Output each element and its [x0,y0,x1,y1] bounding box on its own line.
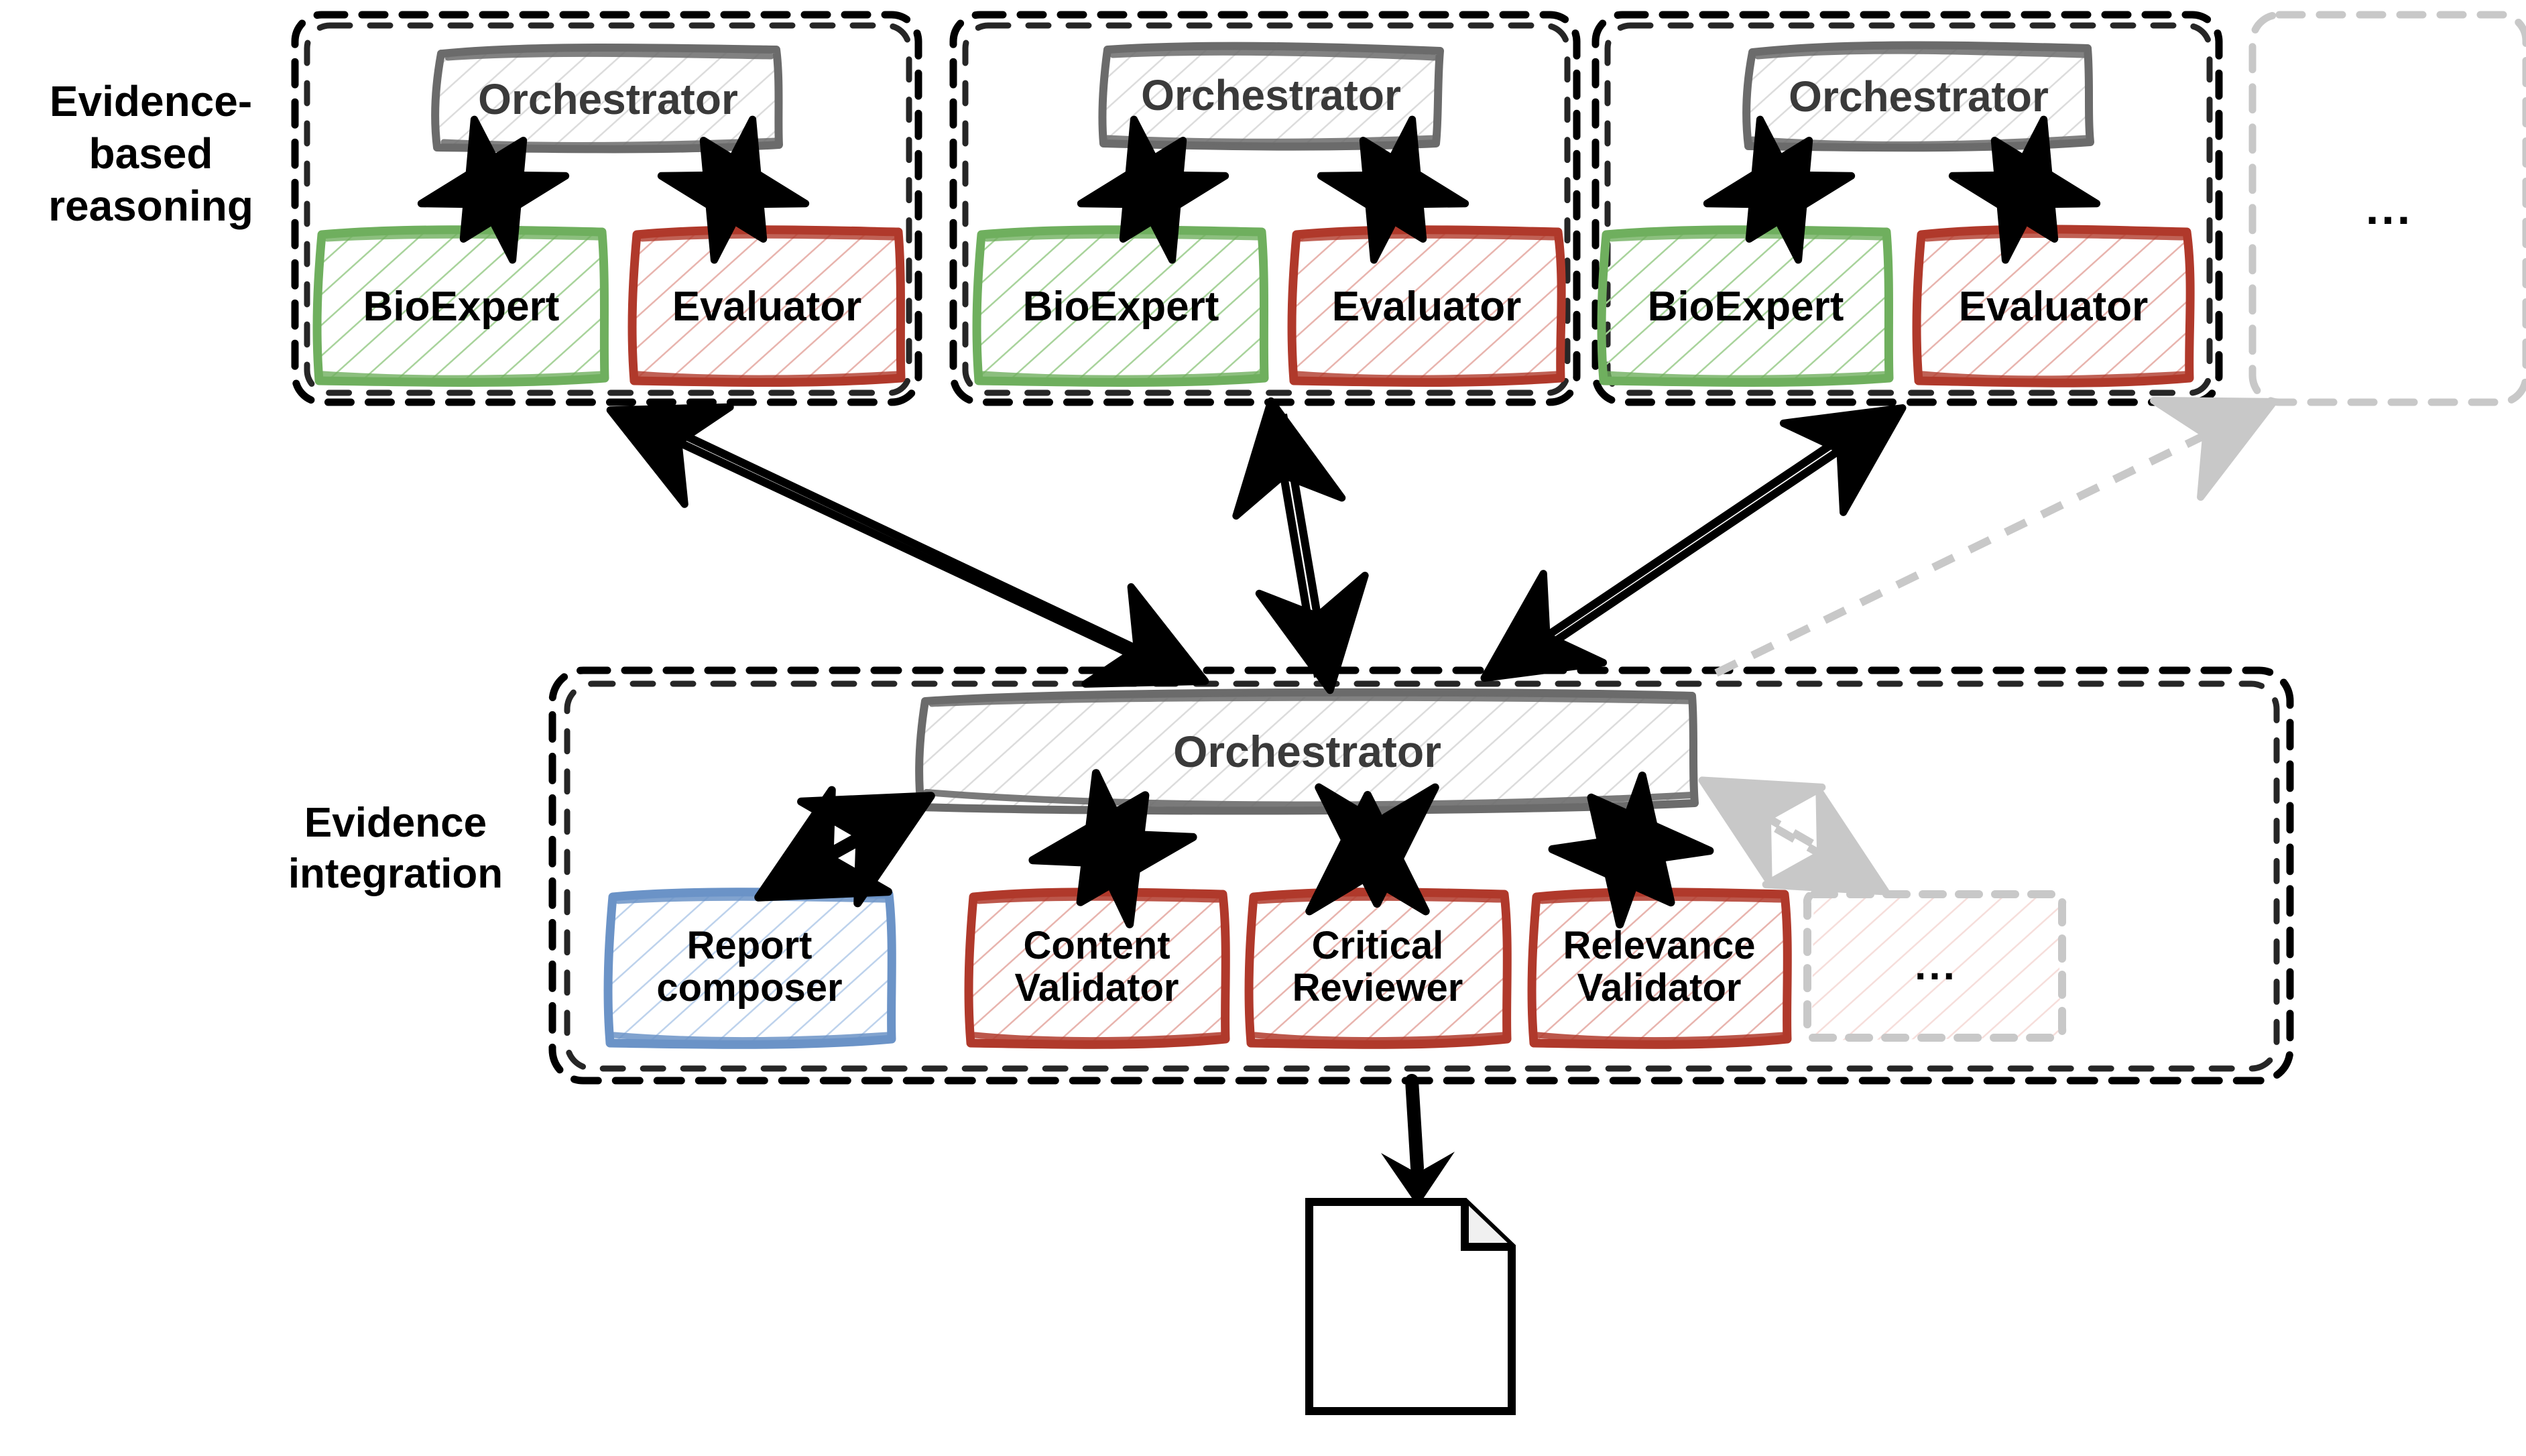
relevance-validator-label[interactable]: Relevance Validator [1532,893,1786,1042]
orchestrator-label-3[interactable]: Orchestrator [1789,72,2049,121]
arrow-orchestrator-critical-reviewer [1305,783,1439,916]
relevance-validator-line2: Validator [1577,966,1742,1010]
arrow-orchestrator-bioexpert-2 [1077,115,1229,264]
arrow-orchestrator-bioexpert-3 [1703,115,1856,264]
evaluator-label-3[interactable]: Evaluator [1958,283,2149,330]
reasoning-group-more-ellipsis: ... [2365,182,2413,234]
content-validator-label[interactable]: Content Validator [969,893,1224,1042]
integration-more-ellipsis: ... [1915,942,1958,989]
relevance-validator-line1: Relevance [1563,924,1756,968]
arrow-orchestrator-report-composer [754,786,935,908]
arrow-orchestrator-bioexpert-1 [417,115,570,264]
arrow-group1-to-integration [606,403,1209,688]
arrow-group2-to-integration [1232,397,1369,694]
output-document-icon [1305,1198,1516,1415]
evaluator-label-2[interactable]: Evaluator [1331,283,1522,330]
content-validator-line1: Content [1023,924,1170,968]
bioexpert-label-3[interactable]: BioExpert [1647,283,1844,330]
arrow-orchestrator-content-validator [1028,769,1197,928]
evaluator-label-1[interactable]: Evaluator [672,283,862,330]
arrow-orchestrator-evaluator-2 [1317,115,1469,264]
orchestrator-label-2[interactable]: Orchestrator [1141,71,1401,120]
bioexpert-label-1[interactable]: BioExpert [363,283,560,330]
arrow-groupmore-to-integration-faded [1714,396,2278,677]
content-validator-line2: Validator [1014,966,1179,1010]
critical-reviewer-label[interactable]: Critical Reviewer [1250,893,1506,1042]
arrow-orchestrator-more-faded [1698,776,1890,896]
report-composer-line2: composer [656,966,843,1010]
critical-reviewer-line1: Critical [1311,924,1444,968]
arrow-orchestrator-evaluator-1 [657,115,810,264]
critical-reviewer-line2: Reviewer [1292,966,1463,1010]
arrow-orchestrator-evaluator-3 [1948,115,2101,264]
arrow-group3-to-integration [1480,404,1907,682]
report-composer-label[interactable]: Report composer [609,893,890,1042]
integration-orchestrator-label[interactable]: Orchestrator [1173,727,1441,777]
orchestrator-label-1[interactable]: Orchestrator [478,75,738,124]
arrow-integration-to-output [1381,1074,1455,1207]
arrow-orchestrator-relevance-validator [1548,772,1714,928]
bioexpert-label-2[interactable]: BioExpert [1022,283,1219,330]
report-composer-line1: Report [686,924,813,968]
